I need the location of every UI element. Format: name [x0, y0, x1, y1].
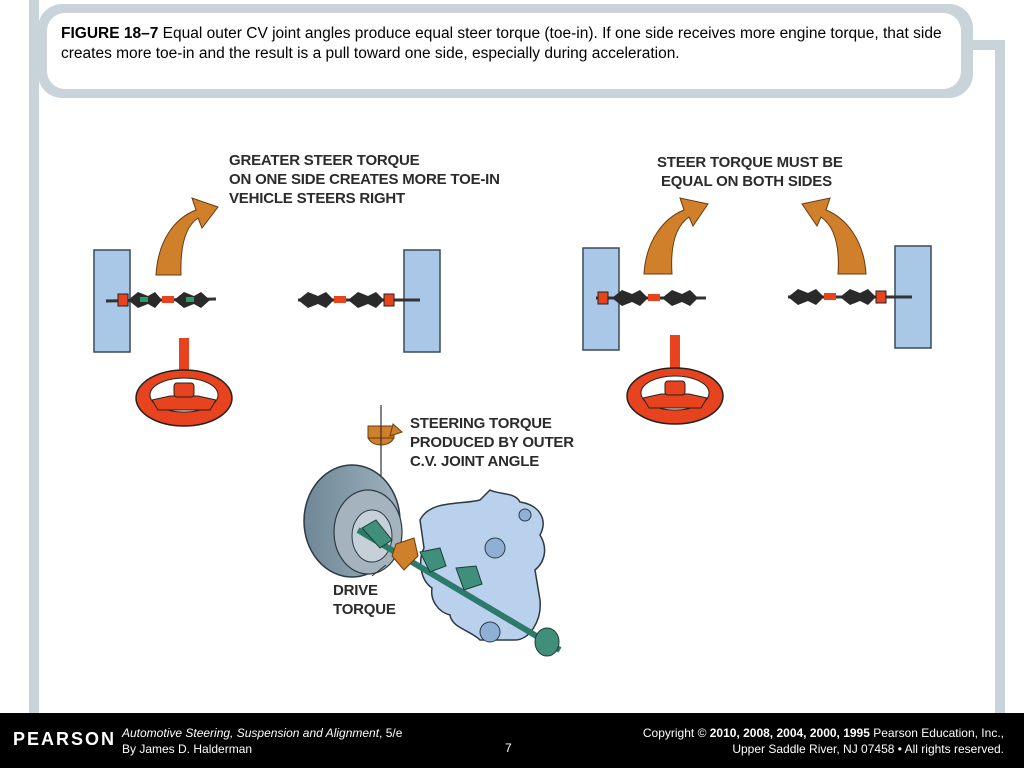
left-steering-column — [179, 338, 189, 390]
book-edition: , 5/e — [379, 726, 403, 740]
copyright-holder: Pearson Education, Inc., — [869, 726, 1004, 740]
caption-box: FIGURE 18–7 Equal outer CV joint angles … — [47, 13, 961, 89]
drive-torque-arrow — [391, 537, 419, 571]
caption-body: Equal outer CV joint angles produce equa… — [61, 25, 942, 62]
steering-torque-label: STEERING TORQUE PRODUCED BY OUTER C.V. J… — [410, 415, 574, 470]
book-author: By James D. Halderman — [122, 742, 253, 756]
right-steering-column — [670, 335, 680, 387]
cv-joint-diagram — [93, 197, 932, 657]
copyright-years: 2010, 2008, 2004, 2000, 1995 — [709, 726, 870, 740]
copyright-prefix: Copyright © — [642, 726, 710, 740]
drive-torque-label: DRIVE TORQUE — [333, 582, 396, 618]
drive-shaft — [356, 519, 562, 657]
pearson-logo: PEARSON — [13, 729, 117, 749]
left-axle-r — [298, 292, 420, 308]
page-number: 7 — [505, 741, 512, 755]
left-title-label: GREATER STEER TORQUE ON ONE SIDE CREATES… — [229, 152, 500, 207]
left-steering-wheel — [135, 369, 233, 427]
right-axle-l — [596, 290, 706, 306]
figure-caption: FIGURE 18–7 Equal outer CV joint angles … — [61, 24, 947, 64]
book-info: Automotive Steering, Suspension and Alig… — [122, 725, 402, 757]
figure-number: FIGURE 18–7 — [61, 25, 159, 42]
right-steer-arrow-l — [643, 197, 709, 275]
right-axle-r — [788, 289, 912, 305]
tire — [303, 464, 403, 578]
copyright-address: Upper Saddle River, NJ 07458 • All right… — [732, 742, 1004, 756]
right-steer-arrow-r — [801, 197, 867, 275]
right-assembly — [582, 197, 932, 425]
center-detail — [303, 405, 562, 657]
left-assembly — [93, 197, 441, 427]
steering-knuckle — [419, 489, 546, 641]
left-axle-l — [105, 292, 217, 308]
left-steer-arrow — [155, 197, 219, 276]
steering-torque-rotation-icon — [367, 423, 403, 446]
copyright-notice: Copyright © 2010, 2008, 2004, 2000, 1995… — [643, 725, 1004, 757]
footer-bar: PEARSON Automotive Steering, Suspension … — [0, 713, 1024, 768]
right-steering-wheel — [626, 367, 724, 425]
right-title-label: STEER TORQUE MUST BE EQUAL ON BOTH SIDES — [657, 154, 843, 190]
book-title: Automotive Steering, Suspension and Alig… — [122, 726, 380, 740]
